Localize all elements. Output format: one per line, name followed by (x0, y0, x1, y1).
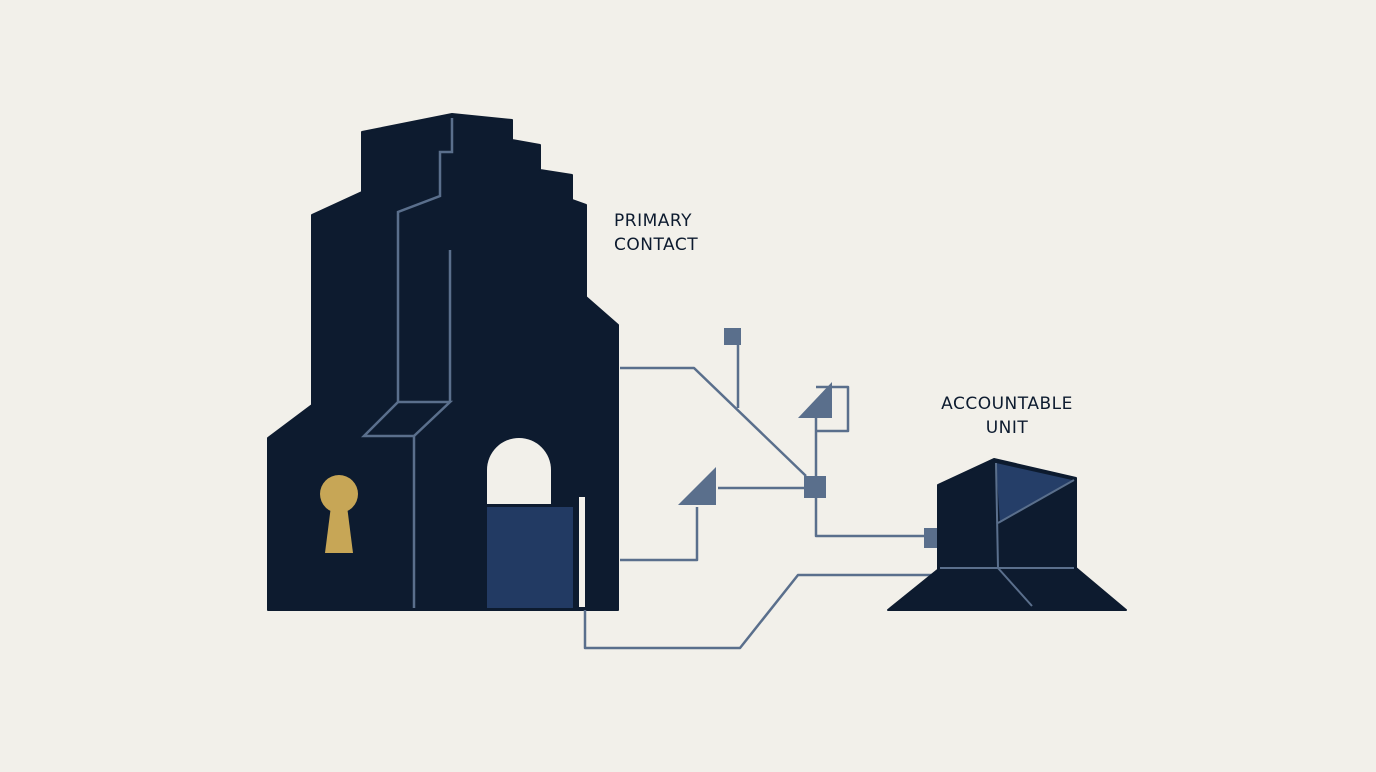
connector-line (583, 573, 932, 650)
node-triangle (678, 467, 716, 505)
box-face (996, 463, 1072, 523)
box-icon (887, 458, 1127, 611)
node-triangle (798, 382, 832, 418)
connector-nodes (678, 328, 938, 548)
keyhole-icon (320, 475, 358, 553)
connector-lines (583, 338, 932, 650)
building-door-light (579, 497, 585, 607)
node-square (804, 476, 826, 498)
box-edge-line (940, 462, 1075, 607)
accountable-unit-label-line1: ACCOUNTABLE (941, 394, 1073, 414)
building-arch-window (487, 438, 551, 504)
building-edge-line (360, 118, 454, 608)
connector-line (814, 418, 924, 538)
building-icon (267, 113, 619, 611)
accountable-unit-label: ACCOUNTABLE UNIT (936, 392, 1078, 440)
primary-contact-label: PRIMARY CONTACT (614, 209, 698, 257)
accountable-unit-label-line2: UNIT (985, 418, 1029, 438)
primary-contact-label-line2: CONTACT (614, 235, 699, 255)
node-square (924, 528, 938, 548)
node-square (724, 328, 741, 345)
connector-line (620, 366, 807, 477)
primary-contact-label-line1: PRIMARY (614, 211, 692, 231)
connector-line (620, 507, 699, 562)
building-door (487, 507, 573, 608)
